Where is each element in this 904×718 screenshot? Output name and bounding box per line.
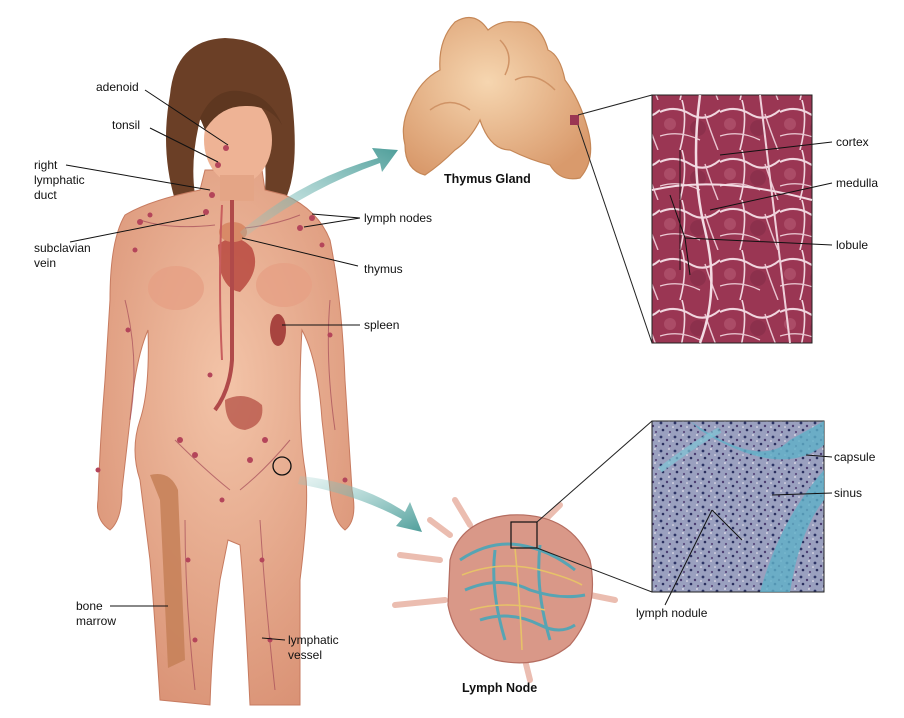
leader-lobule	[684, 237, 833, 246]
leader-capsule	[805, 454, 833, 458]
leader-lymph-nodule-2	[711, 509, 743, 541]
label-medulla: medulla	[836, 176, 879, 190]
thoracic-duct	[219, 204, 223, 361]
leader-medulla	[709, 182, 833, 211]
leader-thymus	[241, 237, 359, 267]
zoom-line-thymus-bottom	[577, 124, 653, 344]
leader-adenoid	[144, 89, 229, 146]
zoom-line-thymus-top	[577, 94, 653, 116]
label-capsule: capsule	[834, 450, 876, 464]
label-lymphatic-vessel: lymphatic vessel	[288, 633, 339, 662]
leader-lobule-2	[669, 194, 686, 239]
lymph-vessel-network	[124, 214, 336, 691]
leader-tonsil	[149, 127, 219, 163]
left-breast	[148, 266, 204, 310]
central-vessel	[213, 200, 234, 412]
label-spleen: spleen	[364, 318, 400, 332]
label-subclavian-vein: subclavian vein	[34, 241, 91, 270]
leader-lymph-nodes-2	[303, 217, 361, 228]
leader-lobule-3	[684, 237, 691, 276]
leader-lymph-nodes-1	[311, 213, 361, 219]
label-adenoid: adenoid	[96, 80, 139, 94]
femur-bone	[150, 474, 185, 668]
thymus-gland-illustration	[402, 16, 592, 180]
highlighted-lymph-node	[272, 456, 292, 476]
arrow-to-thymus	[240, 148, 398, 238]
right-breast	[256, 263, 312, 307]
thymus-micrograph	[651, 94, 813, 344]
caption-thymus-gland: Thymus Gland	[444, 172, 531, 186]
label-thymus: thymus	[364, 262, 403, 276]
arrow-to-lymph-node	[298, 476, 422, 532]
thymus-sample-marker	[570, 115, 579, 125]
zoom-line-node-top	[536, 420, 653, 523]
label-bone-marrow: bone marrow	[76, 599, 117, 628]
leader-lymphatic-vessel	[261, 637, 286, 641]
neck	[220, 175, 254, 201]
lymph-node-illustration	[392, 497, 618, 683]
leader-sinus	[771, 492, 833, 496]
face	[204, 96, 272, 184]
label-right-lymphatic-duct: right lymphatic duct	[34, 158, 85, 202]
label-lymph-nodes: lymph nodes	[364, 211, 433, 225]
hair-fringe	[200, 90, 282, 130]
label-cortex: cortex	[836, 135, 869, 149]
label-lymph-nodule: lymph nodule	[636, 606, 708, 620]
zoom-line-node-bottom	[536, 547, 653, 593]
caption-lymph-node: Lymph Node	[462, 681, 538, 695]
lymph-node-micrograph	[651, 420, 825, 593]
leader-subclavian-vein	[69, 214, 206, 243]
leader-lines	[65, 89, 833, 641]
leader-lymph-nodule	[664, 509, 713, 606]
label-sinus: sinus	[834, 486, 863, 500]
thymus-gland	[402, 16, 592, 180]
human-figure	[95, 38, 355, 706]
lymph-node-sample-marker	[510, 521, 538, 549]
leader-cortex	[719, 141, 833, 156]
heart	[218, 238, 256, 292]
intestine	[225, 396, 263, 430]
label-lobule: lobule	[836, 238, 869, 252]
spleen-organ	[270, 314, 286, 346]
lymph-node-sinuses	[459, 542, 586, 641]
leader-right-lymphatic-duct	[65, 164, 211, 191]
hair	[166, 38, 295, 200]
lymph-node-body	[447, 514, 594, 664]
label-tonsil: tonsil	[112, 118, 141, 132]
